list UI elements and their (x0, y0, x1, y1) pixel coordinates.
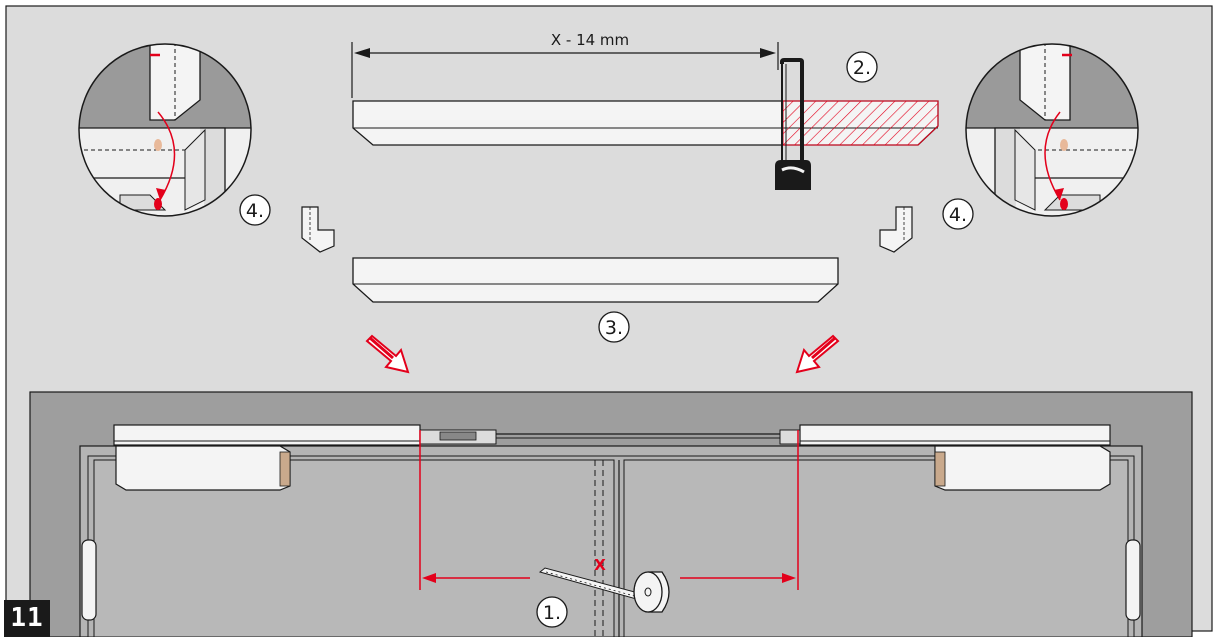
end-cap-detail-right (965, 43, 1139, 217)
cover-profile-cut (352, 257, 839, 303)
figure-number-badge: 11 (4, 600, 50, 637)
measure-mark: X (594, 556, 606, 574)
offcut-hatch (782, 100, 939, 146)
step-4-left-label: 4. (246, 200, 264, 222)
step-4-left-badge (239, 194, 271, 226)
step-3-badge (598, 311, 630, 343)
hinge-right (1125, 539, 1141, 621)
end-cap-right-icon (879, 206, 913, 253)
hacksaw-icon (775, 58, 811, 190)
hinge-left (81, 539, 97, 621)
step-1-badge (536, 596, 568, 628)
step-2-badge (846, 51, 878, 83)
step-4-right-label: 4. (949, 204, 967, 226)
door-assembly: X 1. (29, 391, 1193, 637)
step-3-label: 3. (605, 317, 623, 339)
mount-arrow-left-icon (365, 334, 410, 374)
step-4-right-badge (942, 198, 974, 230)
cut-cover-step: X - 14 mm 2. (351, 31, 939, 190)
rail-left (113, 424, 421, 446)
mount-arrow-right-icon (795, 334, 840, 374)
step-2-label: 2. (853, 57, 871, 79)
tape-measure-icon (538, 567, 670, 613)
closer-body-right (934, 445, 1111, 491)
rail-right (799, 424, 1111, 446)
closer-body-left (115, 445, 291, 491)
end-cap-left-icon (301, 206, 335, 253)
step-1-label: 1. (543, 602, 561, 624)
dimension-label: X - 14 mm (551, 31, 629, 49)
